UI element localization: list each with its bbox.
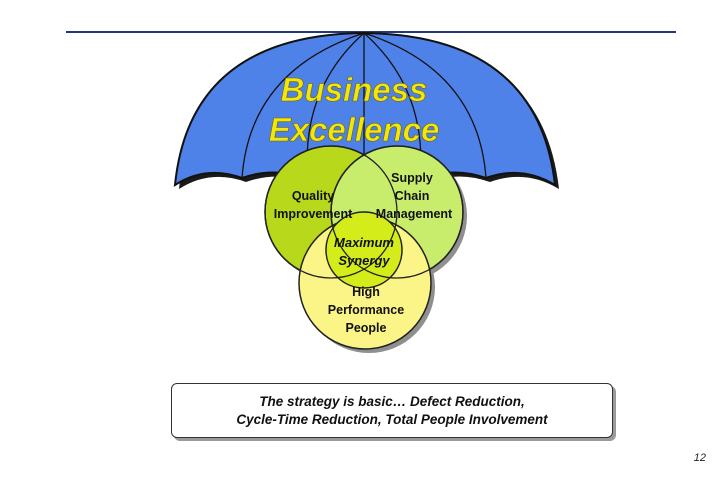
supply-label-line2: Chain: [395, 189, 430, 203]
synergy-label-line1: Maximum: [334, 235, 394, 250]
people-label-line2: Performance: [328, 303, 404, 317]
page-number: 12: [693, 452, 706, 464]
supply-label-line3: Management: [376, 207, 453, 221]
umbrella-canopy: [173, 31, 559, 189]
people-label-line1: High: [352, 285, 380, 299]
people-label-line3: People: [346, 321, 387, 335]
maximum-synergy-region: [325, 211, 403, 289]
supply-label-line1: Supply: [391, 171, 433, 185]
synergy-label-line2: Synergy: [338, 253, 390, 268]
quality-label-line1: Quality: [292, 189, 334, 203]
umbrella-title-line2: Excellence: [269, 111, 440, 148]
strategy-line2: Cycle-Time Reduction, Total People Invol…: [236, 411, 548, 427]
quality-label-line2: Improvement: [274, 207, 353, 221]
strategy-statement-box: The strategy is basic… Defect Reduction,…: [171, 383, 613, 438]
strategy-line1: The strategy is basic… Defect Reduction,: [259, 393, 525, 409]
top-divider: [66, 31, 676, 33]
umbrella-title-line1: Business: [281, 71, 428, 108]
